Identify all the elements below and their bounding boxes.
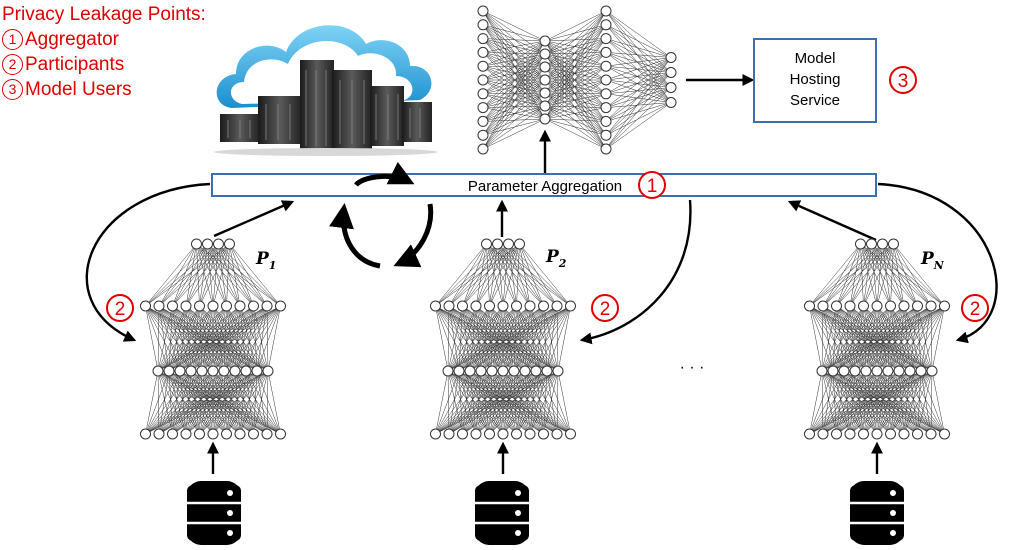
participant-name: P [255,249,270,269]
svg-text:P2: P2 [545,247,567,270]
participant-subscript: N [933,259,945,272]
legend-label: Participants [25,54,125,75]
hosting-line1: Model [795,50,836,67]
database-icon [850,481,904,545]
leak-marker-participant-1: 2 [106,294,134,322]
parameter-aggregation-bar: Parameter Aggregation 1 [211,171,877,199]
hosting-line2: Hosting [790,71,841,88]
arrow-p2-download [579,199,692,345]
neurons [477,5,677,155]
arrow-pn-upload [787,200,877,242]
neurons [140,238,286,440]
arrow-pn-download [877,182,998,344]
leak-marker: 1 [2,29,23,50]
participant-2-network-icon [430,238,576,440]
marker-digit: 2 [600,299,611,320]
hosting-line3: Service [790,92,840,109]
leak-marker-participant-2: 2 [591,294,619,322]
participant-subscript: 1 [269,259,277,272]
global-model-network-icon [477,5,677,155]
leak-marker: 3 [2,79,23,100]
connections [809,243,945,435]
participant-n-network-icon [804,238,950,440]
model-hosting-service-box: Model Hosting Service [753,38,877,123]
participant-label-p1: P1 [255,249,276,272]
leak-marker: 2 [2,54,23,75]
svg-text:P1: P1 [255,249,276,272]
database-icon [475,481,529,545]
marker-digit: 2 [115,299,126,320]
cycle-arrows-icon [329,161,434,269]
arrow-p1-download [85,182,211,342]
database-icon [187,481,241,545]
marker-digit: 3 [898,71,909,92]
participant-subscript: 2 [558,257,567,270]
participant-name: P [920,249,935,269]
leak-marker-participant-n: 2 [961,294,989,322]
neurons [430,238,576,440]
svg-text:PN: PN [920,249,945,272]
arrow-p1-upload [213,200,295,238]
ellipsis: · · · [680,359,705,376]
marker-digit: 2 [970,299,981,320]
legend-label: Aggregator [25,29,120,50]
connections [435,243,571,435]
neurons [804,238,950,440]
participant-label-p2: P2 [545,247,567,270]
leak-marker-model-users: 3 [889,66,917,94]
legend-label: Model Users [25,79,132,100]
aggregation-label: Parameter Aggregation [468,178,622,195]
aggregation-marker: 1 [647,176,658,197]
participant-1-network-icon [140,238,286,440]
connections [145,243,281,435]
participant-label-pn: PN [920,249,945,272]
participant-name: P [545,247,560,267]
cloud-server-icon [214,25,438,156]
connections [482,10,672,150]
legend-title: Privacy Leakage Points: [2,4,206,25]
